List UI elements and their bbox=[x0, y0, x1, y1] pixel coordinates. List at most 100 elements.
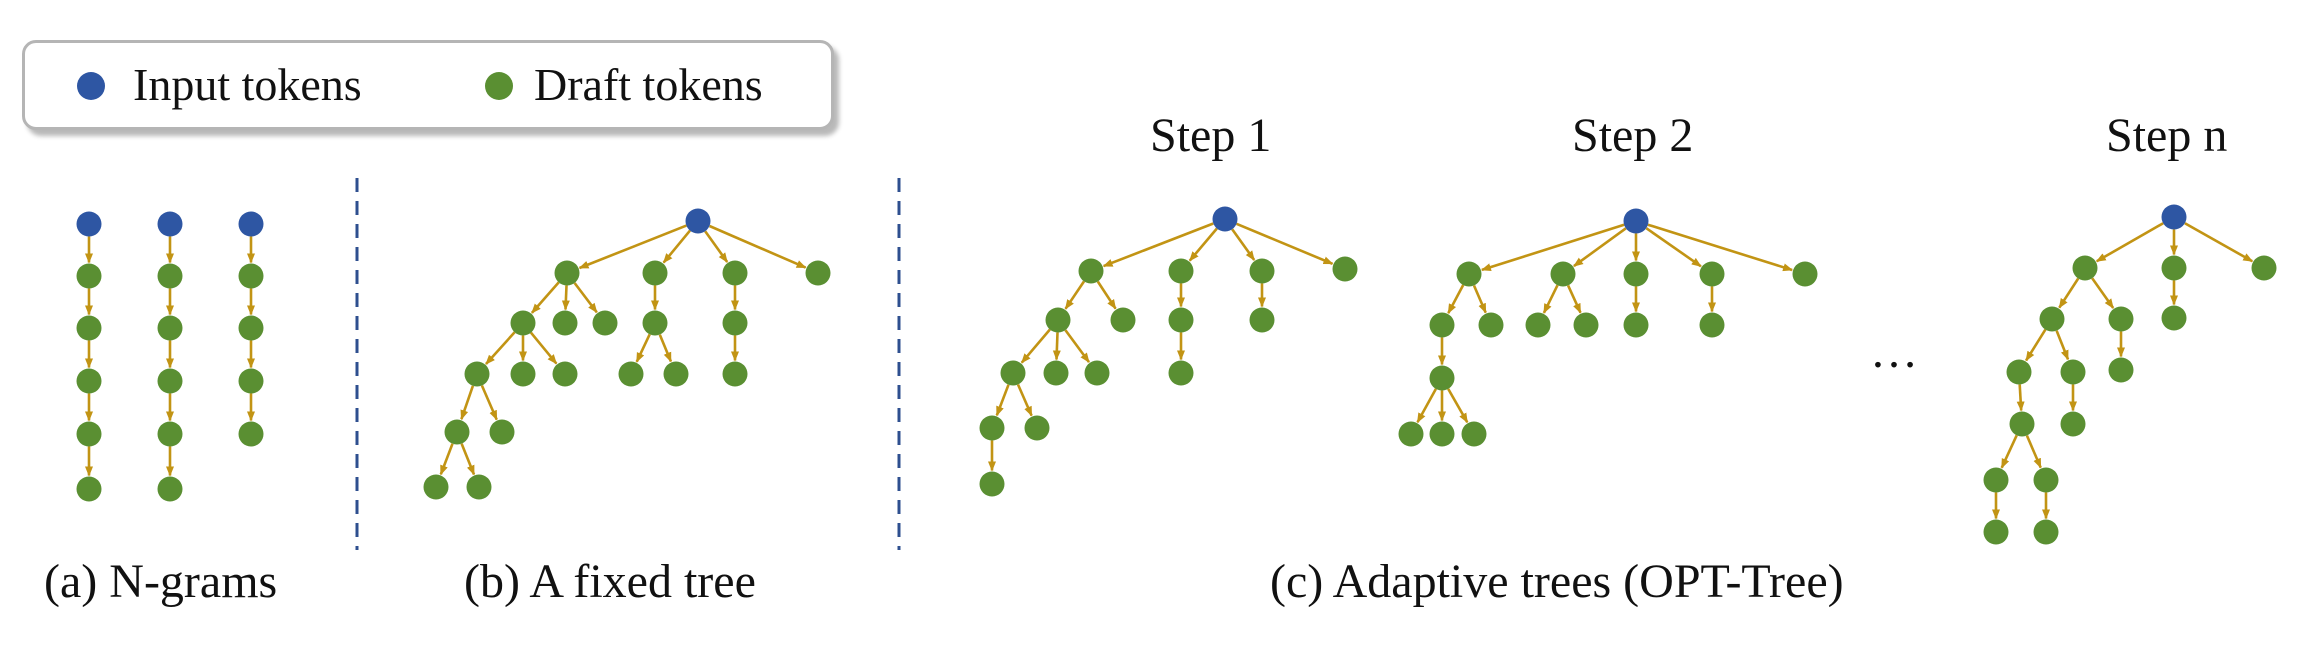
tree-edge-arrow bbox=[1542, 284, 1559, 314]
draft-token-node bbox=[1478, 312, 1504, 338]
draft-token-node bbox=[2039, 306, 2065, 332]
draft-token-node bbox=[2009, 411, 2035, 437]
draft-token-node bbox=[466, 474, 492, 500]
draft-token-node bbox=[157, 263, 183, 289]
draft-token-node bbox=[489, 419, 515, 445]
draft-token-node bbox=[663, 361, 689, 387]
input-token-node bbox=[76, 211, 102, 237]
draft-token-node bbox=[552, 310, 578, 336]
draft-token-node bbox=[157, 421, 183, 447]
draft-token-node bbox=[805, 260, 831, 286]
tree-edge-arrow bbox=[1645, 227, 1702, 268]
draft-token-node bbox=[1332, 256, 1358, 282]
tree-edge-arrow bbox=[1231, 228, 1256, 261]
tree-edge-arrow bbox=[708, 224, 807, 269]
tree-edge-arrow bbox=[578, 224, 687, 270]
draft-token-node bbox=[157, 476, 183, 502]
tree-edge-arrow bbox=[2058, 277, 2080, 309]
step-2-label: Step 2 bbox=[1572, 109, 1694, 162]
tree-edge-arrow bbox=[1416, 388, 1438, 424]
draft-token-node bbox=[2072, 255, 2098, 281]
draft-token-node bbox=[1249, 307, 1275, 333]
draft-token-node bbox=[238, 263, 264, 289]
tree-edges bbox=[85, 222, 2254, 520]
tree-edge-arrow bbox=[1064, 280, 1086, 310]
draft-token-node bbox=[1429, 312, 1455, 338]
tree-edge-arrow bbox=[635, 333, 651, 363]
tree-edge-arrow bbox=[662, 229, 692, 264]
tree-edge-arrow bbox=[561, 285, 570, 311]
tree-edge-arrow bbox=[658, 334, 673, 363]
tree-edge-arrow bbox=[460, 443, 476, 476]
draft-token-node bbox=[642, 310, 668, 336]
draft-token-node bbox=[1525, 312, 1551, 338]
draft-token-legend-label: Draft tokens bbox=[534, 59, 763, 110]
legend-box: Input tokens Draft tokens bbox=[22, 40, 834, 130]
draft-token-node bbox=[76, 421, 102, 447]
draft-token-node bbox=[1249, 258, 1275, 284]
draft-token-node bbox=[1623, 261, 1649, 287]
draft-token-node bbox=[2033, 467, 2059, 493]
draft-token-node bbox=[1398, 421, 1424, 447]
input-token-node bbox=[238, 211, 264, 237]
tree-edge-arrow bbox=[2024, 328, 2047, 362]
input-token-node bbox=[2161, 204, 2187, 230]
draft-token-node bbox=[1168, 360, 1194, 386]
draft-token-node bbox=[592, 310, 618, 336]
draft-token-node bbox=[157, 315, 183, 341]
tree-edge-arrow bbox=[573, 282, 598, 314]
tree-edge-arrow bbox=[1647, 223, 1794, 272]
tree-edge-arrow bbox=[1480, 223, 1625, 272]
draft-token-node bbox=[2033, 519, 2059, 545]
draft-token-node bbox=[423, 474, 449, 500]
tree-edge-arrow bbox=[1236, 222, 1334, 265]
draft-token-node bbox=[157, 368, 183, 394]
tree-edge-arrow bbox=[1188, 227, 1218, 262]
draft-token-node bbox=[76, 315, 102, 341]
input-token-node bbox=[157, 211, 183, 237]
draft-token-node bbox=[1456, 261, 1482, 287]
draft-token-node bbox=[1573, 312, 1599, 338]
tree-edge-arrow bbox=[1016, 383, 1033, 417]
draft-token-node bbox=[238, 315, 264, 341]
draft-token-node bbox=[510, 361, 536, 387]
draft-token-node bbox=[76, 368, 102, 394]
tree-edge-arrow bbox=[1447, 388, 1469, 424]
tree-edge-arrow bbox=[485, 331, 516, 365]
input-token-legend-label: Input tokens bbox=[133, 59, 362, 110]
tree-edge-arrow bbox=[1052, 332, 1061, 361]
draft-token-node bbox=[979, 471, 1005, 497]
draft-token-node bbox=[1699, 261, 1725, 287]
draft-token-node bbox=[2006, 359, 2032, 385]
draft-token-node bbox=[2161, 305, 2187, 331]
draft-token-node bbox=[1168, 258, 1194, 284]
draft-token-node bbox=[1792, 261, 1818, 287]
draft-token-node bbox=[1461, 421, 1487, 447]
draft-token-node bbox=[552, 361, 578, 387]
draft-token-node bbox=[722, 361, 748, 387]
tree-edge-arrow bbox=[2095, 222, 2164, 263]
input-token-node bbox=[685, 208, 711, 234]
tree-edge-arrow bbox=[2055, 330, 2070, 361]
draft-token-node bbox=[444, 419, 470, 445]
draft-token-node bbox=[510, 310, 536, 336]
tree-edge-arrow bbox=[530, 281, 560, 314]
caption-fixed-tree: (b) A fixed tree bbox=[464, 555, 756, 608]
draft-token-node bbox=[2060, 359, 2086, 385]
draft-token-node bbox=[1110, 307, 1136, 333]
draft-token-node bbox=[1000, 360, 1026, 386]
tree-edge-arrow bbox=[1447, 284, 1465, 314]
tree-edge-arrow bbox=[704, 230, 729, 263]
tree-edge-arrow bbox=[995, 384, 1010, 417]
tree-edge-arrow bbox=[1573, 227, 1627, 268]
draft-token-node bbox=[76, 263, 102, 289]
draft-token-node bbox=[642, 260, 668, 286]
draft-token-node bbox=[1084, 360, 1110, 386]
draft-token-node bbox=[554, 260, 580, 286]
tree-edge-arrow bbox=[1064, 329, 1091, 363]
tree-edge-arrow bbox=[1472, 284, 1487, 314]
draft-token-node bbox=[722, 310, 748, 336]
input-token-node bbox=[1212, 206, 1238, 232]
ellipsis: … bbox=[1870, 325, 1918, 378]
